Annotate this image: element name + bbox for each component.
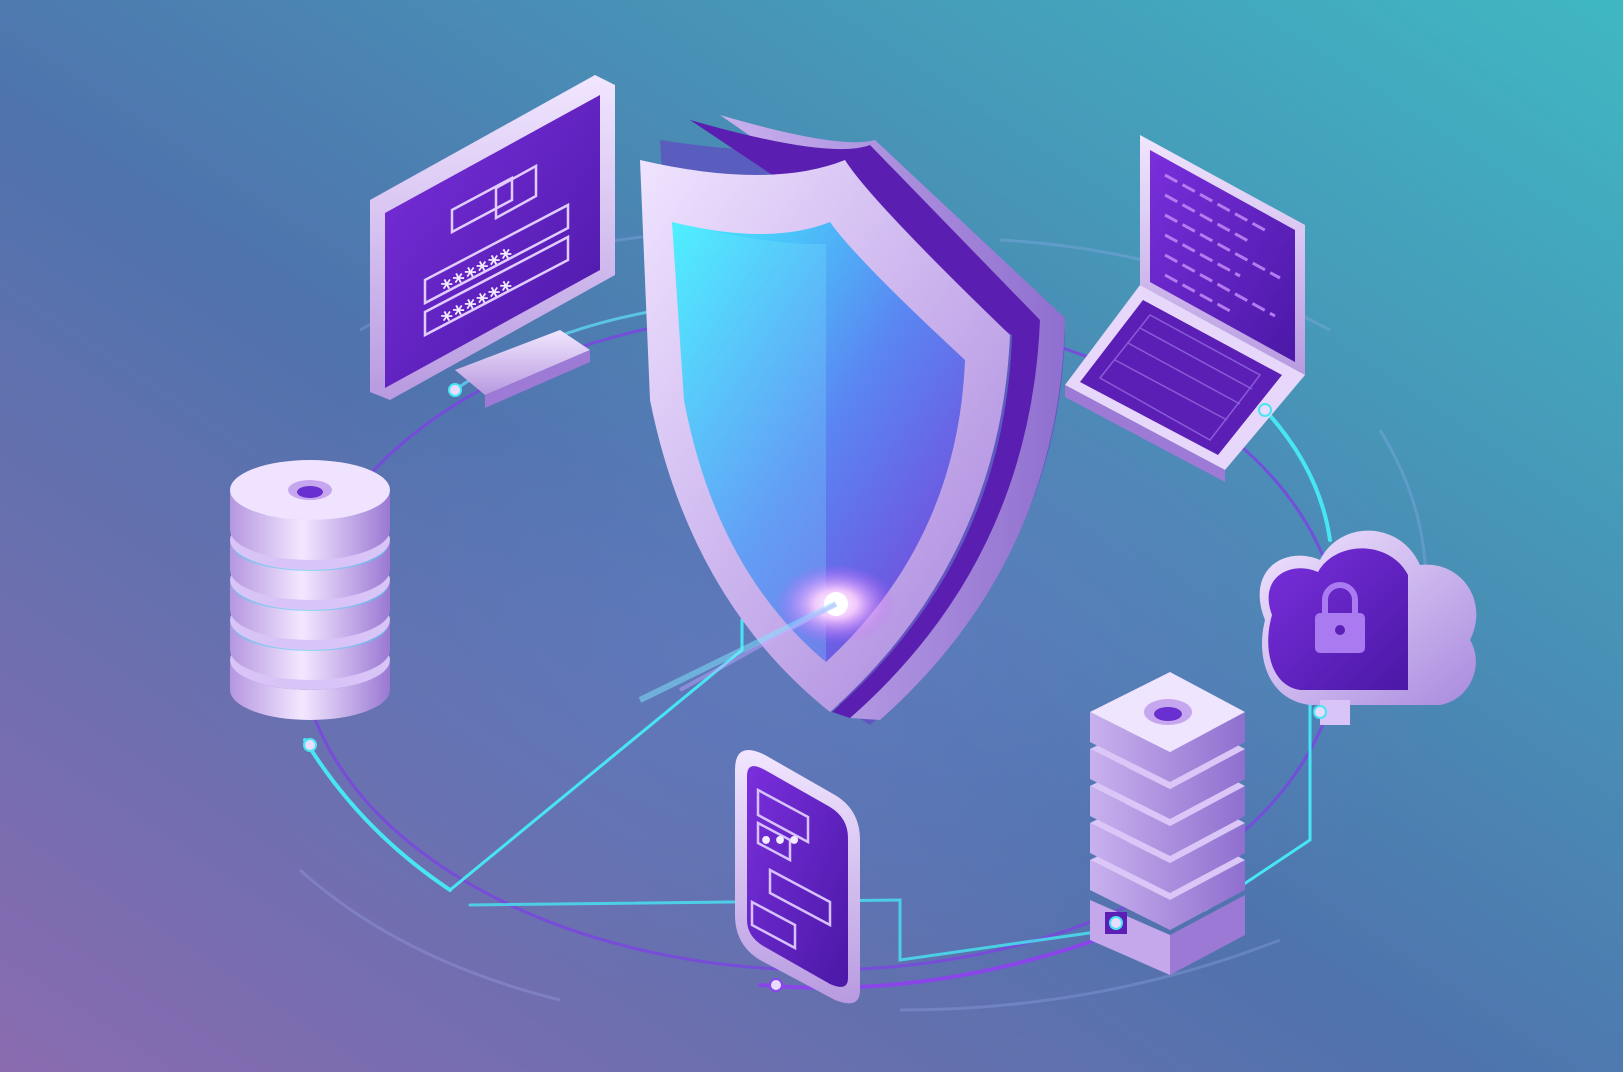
laptop-code-lines bbox=[1164, 173, 1281, 318]
monitor-icon: ****** ****** bbox=[370, 75, 615, 408]
server-icon bbox=[1090, 672, 1245, 975]
chat-bubbles bbox=[750, 787, 832, 951]
laptop-icon bbox=[1065, 135, 1305, 482]
laptop-keyboard bbox=[1098, 314, 1262, 441]
glow-spark bbox=[638, 564, 896, 703]
database-icon bbox=[230, 460, 390, 752]
typing-dots: ••• bbox=[759, 829, 801, 854]
server-layers bbox=[1090, 672, 1245, 930]
smartphone-icon: ••• bbox=[735, 750, 860, 1004]
shield-icon bbox=[640, 115, 1065, 725]
cloud-lock-icon bbox=[1259, 530, 1477, 725]
monitor-screen-glyphs bbox=[423, 163, 570, 338]
lock-glyph bbox=[1315, 582, 1365, 653]
